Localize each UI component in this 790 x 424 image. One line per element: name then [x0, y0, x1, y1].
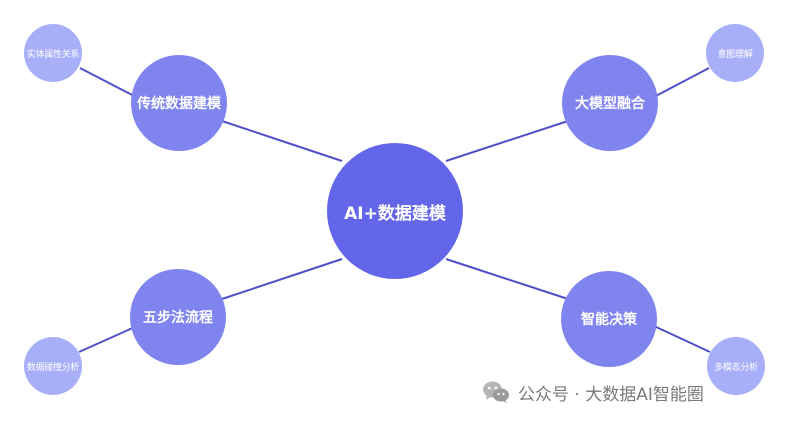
line-branch-tl-to-leaf [79, 67, 139, 99]
line-center-to-branch-tr [445, 120, 569, 162]
leaf-node-label: 多模态分析 [714, 362, 758, 373]
branch-node-smart-decision: 智能决策 [561, 271, 657, 367]
branch-node-label: 大模型融合 [575, 96, 645, 112]
leaf-node-intent-understanding: 意图理解 [706, 24, 764, 82]
line-center-to-branch-br [445, 258, 569, 300]
branch-node-label: 五步法流程 [143, 310, 213, 326]
center-node-label: AI+数据建模 [344, 203, 446, 224]
branch-node-label: 智能决策 [581, 312, 637, 328]
branch-node-llm-fusion: 大模型融合 [562, 55, 658, 151]
leaf-node-label: 数据碰撞分析 [26, 362, 80, 373]
line-branch-bl-to-leaf [78, 325, 138, 353]
center-node: AI+数据建模 [327, 143, 463, 279]
line-branch-br-to-leaf [653, 325, 711, 353]
line-center-to-branch-bl [221, 258, 343, 300]
branch-node-label: 传统数据建模 [137, 96, 221, 112]
leaf-node-label: 意图理解 [717, 49, 753, 60]
branch-node-five-step-process: 五步法流程 [130, 269, 226, 365]
watermark: 公众号 · 大数据AI智能圈 [482, 378, 704, 406]
leaf-node-multimodal-analysis: 多模态分析 [707, 337, 765, 395]
leaf-node-data-collision-analysis: 数据碰撞分析 [24, 337, 82, 395]
leaf-node-entity-attribute-relation: 实体属性关系 [24, 24, 82, 82]
leaf-node-label: 实体属性关系 [26, 49, 80, 60]
wechat-icon [483, 381, 509, 403]
line-branch-tr-to-leaf [651, 67, 710, 99]
branch-node-traditional-modeling: 传统数据建模 [131, 55, 227, 151]
watermark-text: 公众号 · 大数据AI智能圈 [518, 384, 704, 405]
line-center-to-branch-tl [221, 120, 343, 162]
